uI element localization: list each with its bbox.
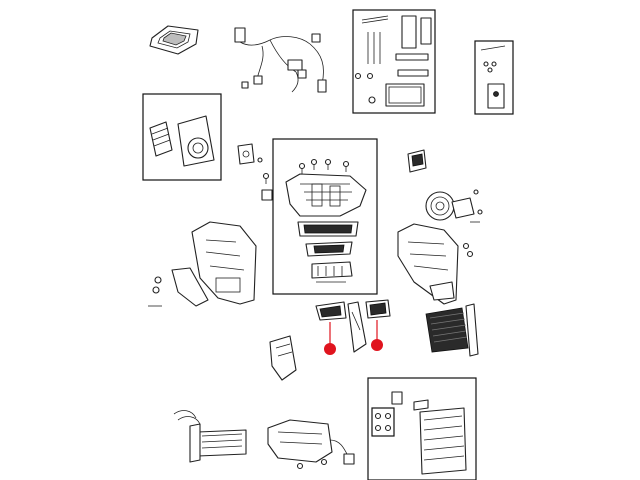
left-insert <box>315 301 347 321</box>
lower-housing <box>267 419 355 470</box>
callout-right[interactable] <box>371 320 383 351</box>
left-case-half <box>148 221 257 307</box>
right-insert <box>365 299 391 319</box>
evaporator-box <box>367 377 477 480</box>
seal-strip <box>347 301 367 353</box>
sensor-kit-box <box>474 40 514 115</box>
cabin-air-filter <box>425 303 479 357</box>
fasteners-left <box>261 172 273 201</box>
filter-kit-box <box>352 9 436 114</box>
duct-bracket <box>269 335 297 381</box>
right-case-half <box>397 223 474 305</box>
heater-core <box>173 410 247 463</box>
filter-panel <box>297 221 359 237</box>
callout-left[interactable] <box>324 322 336 355</box>
upper-case-half <box>285 173 367 217</box>
lower-door <box>311 261 353 283</box>
wiring-harness <box>234 27 327 93</box>
actuator-small <box>237 143 263 165</box>
case-screws <box>298 158 350 174</box>
relay-module <box>407 149 427 173</box>
blower-inset-box <box>142 93 222 181</box>
mid-door <box>305 241 353 257</box>
hvac-case-box <box>272 138 378 295</box>
gasket-tray <box>149 25 199 55</box>
blower-motor <box>425 189 483 223</box>
